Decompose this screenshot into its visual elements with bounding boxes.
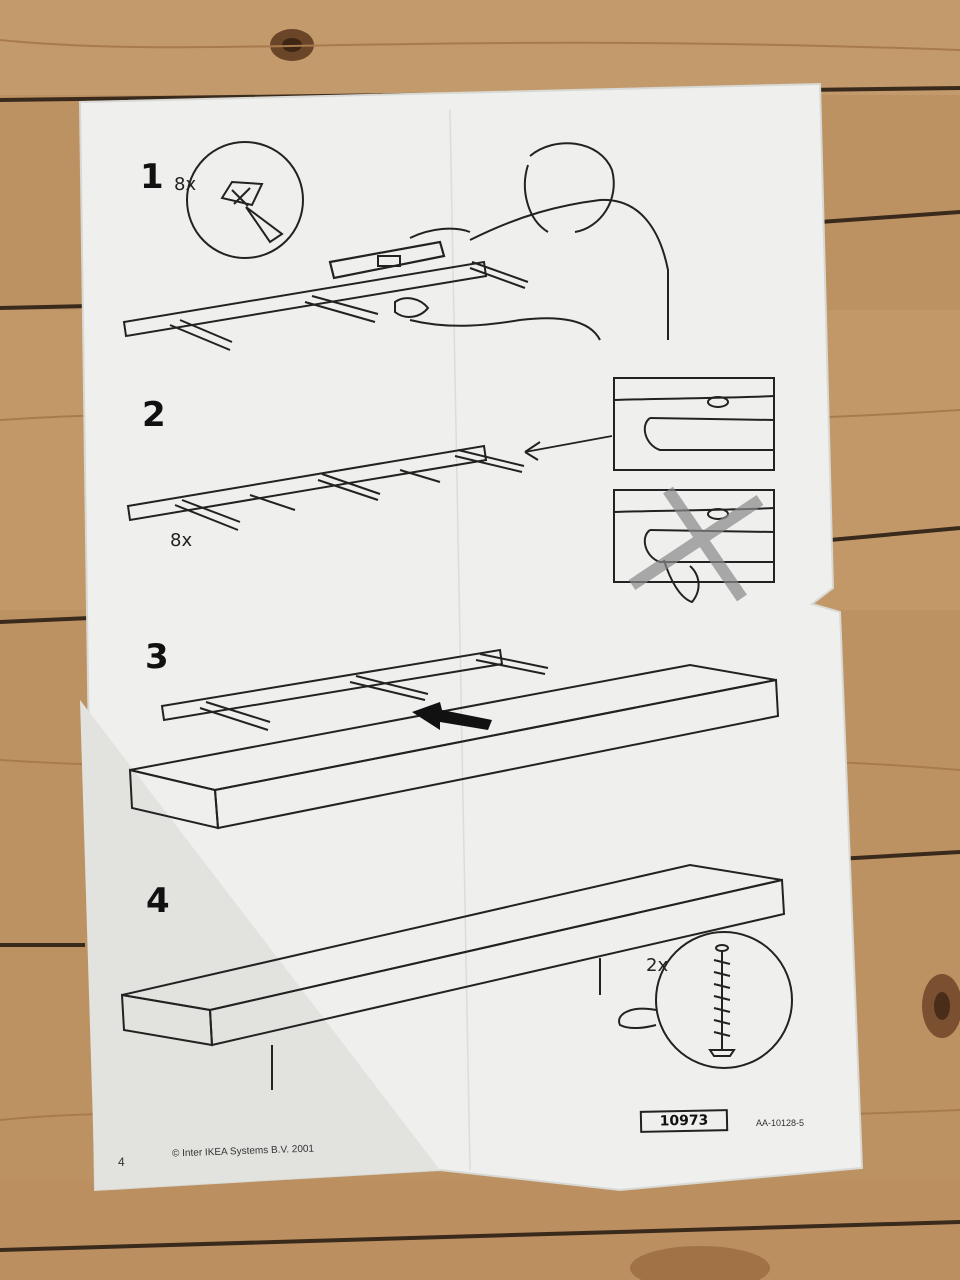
step-1-illustration	[122, 141, 669, 351]
step-3-illustration	[128, 648, 780, 830]
step-4-number: 4	[146, 881, 170, 921]
article-number-box: 10973	[639, 1109, 729, 1133]
step-4-quantity: 2x	[646, 955, 669, 976]
step-2-number: 2	[142, 395, 166, 435]
step-3-number: 3	[145, 637, 169, 677]
page-number: 4	[118, 1155, 125, 1169]
step-2-illustration	[126, 377, 775, 604]
step-1-quantity: 8x	[174, 174, 197, 195]
document-code: AA-10128-5	[756, 1118, 805, 1128]
screw-icon	[708, 944, 736, 1057]
insert-direction-arrow	[412, 702, 492, 730]
step-1-number: 1	[140, 157, 164, 197]
step-2-quantity: 8x	[170, 530, 193, 551]
step-4-illustration	[120, 863, 793, 1090]
step-2-cross-mark	[628, 486, 764, 602]
